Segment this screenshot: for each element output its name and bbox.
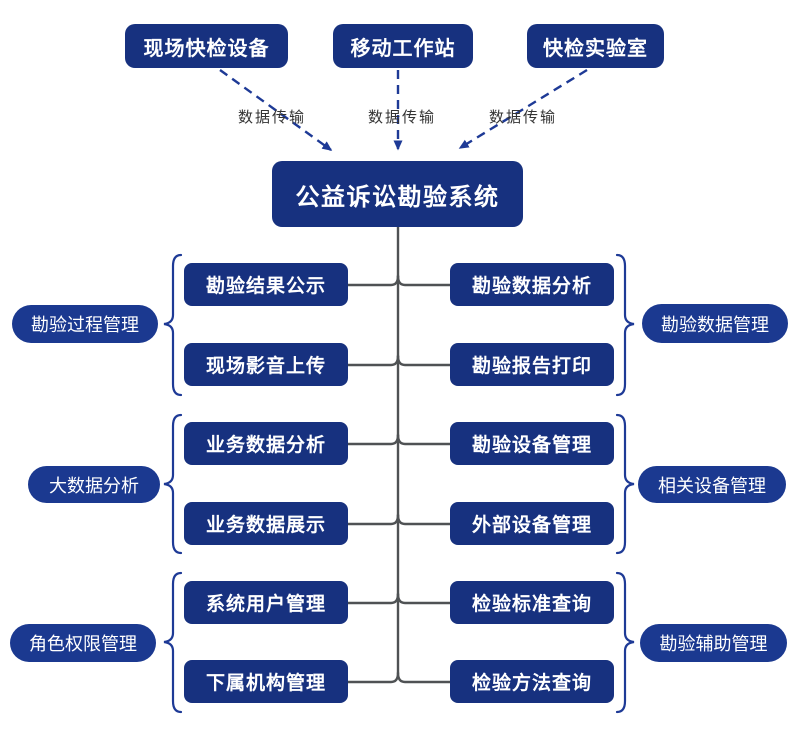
connector-branch — [346, 433, 400, 446]
connector-branch — [346, 354, 400, 367]
central-system-node: 公益诉讼勘验系统 — [272, 161, 523, 227]
source-node-field-testing-equipment: 现场快检设备 — [125, 24, 288, 68]
module-node: 勘验报告打印 — [450, 343, 614, 386]
category-pill: 勘验辅助管理 — [640, 624, 787, 662]
module-node: 业务数据展示 — [184, 502, 348, 545]
module-node: 检验方法查询 — [450, 660, 614, 703]
right-brace — [615, 253, 635, 397]
connector-branch — [346, 274, 400, 287]
connector-branch — [396, 513, 452, 526]
data-transfer-label: 数据传输 — [238, 109, 307, 126]
connector-branch — [396, 274, 452, 287]
data-transfer-label: 数据传输 — [489, 109, 558, 126]
data-transfer-label: 数据传输 — [368, 109, 437, 126]
data-transfer-arrow — [219, 69, 333, 151]
category-pill: 角色权限管理 — [10, 624, 156, 662]
category-pill: 勘验过程管理 — [12, 305, 158, 343]
category-pill: 大数据分析 — [28, 466, 160, 503]
source-node-rapid-test-lab: 快检实验室 — [527, 24, 664, 68]
left-brace — [163, 413, 183, 555]
module-node: 业务数据分析 — [184, 422, 348, 465]
connector-branch — [396, 592, 452, 605]
connector-branch — [346, 592, 400, 605]
right-brace — [615, 571, 635, 714]
left-brace — [163, 253, 183, 397]
module-node: 外部设备管理 — [450, 502, 614, 545]
connector-branch — [346, 671, 400, 684]
module-node: 现场影音上传 — [184, 343, 348, 386]
data-transfer-arrow — [458, 68, 588, 150]
left-brace — [163, 571, 183, 714]
connector-branch — [396, 671, 452, 684]
module-node: 下属机构管理 — [184, 660, 348, 703]
right-brace — [615, 413, 635, 555]
connector-branch — [346, 513, 400, 526]
module-node: 勘验结果公示 — [184, 263, 348, 306]
module-node: 勘验数据分析 — [450, 263, 614, 306]
category-pill: 相关设备管理 — [638, 466, 786, 503]
module-node: 系统用户管理 — [184, 581, 348, 624]
category-pill: 勘验数据管理 — [642, 304, 788, 343]
connector-branch — [396, 433, 452, 446]
connector-branch — [396, 354, 452, 367]
module-node: 检验标准查询 — [450, 581, 614, 624]
module-node: 勘验设备管理 — [450, 422, 614, 465]
source-node-mobile-workstation: 移动工作站 — [333, 24, 473, 68]
